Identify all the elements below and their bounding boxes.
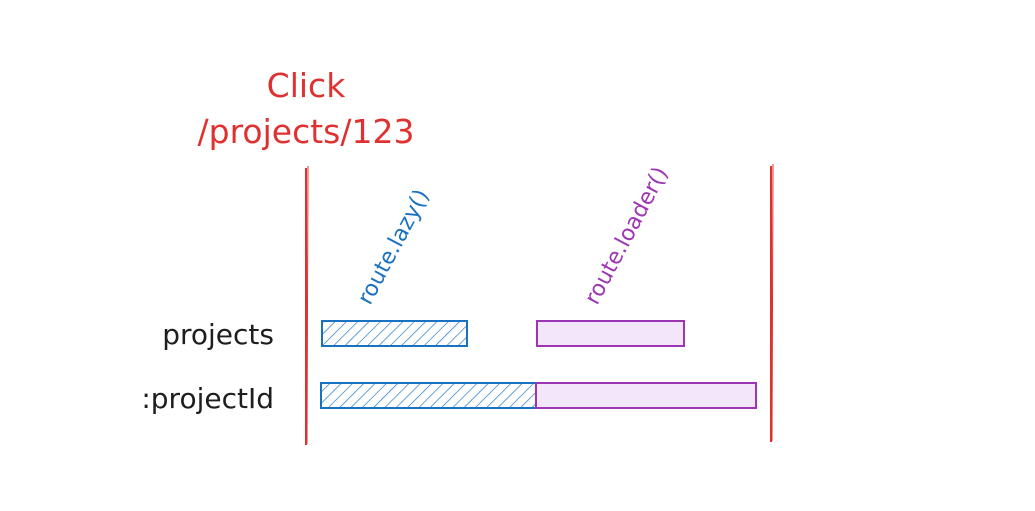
row-label-projectId: :projectId — [141, 382, 274, 415]
loader-phase-label: route.loader() — [580, 163, 673, 309]
projectId-loader-bar — [535, 382, 757, 409]
row-label-projects: projects — [162, 318, 274, 351]
end-marker-line — [770, 163, 774, 442]
click-label-line2: /projects/123 — [198, 112, 415, 151]
projects-loader-bar — [536, 320, 685, 347]
click-label-line1: Click — [267, 66, 347, 105]
projects-lazy-bar — [321, 320, 468, 347]
lazy-phase-label: route.lazy() — [353, 185, 434, 308]
click-marker-line — [305, 165, 309, 445]
projectId-lazy-bar — [320, 382, 537, 409]
